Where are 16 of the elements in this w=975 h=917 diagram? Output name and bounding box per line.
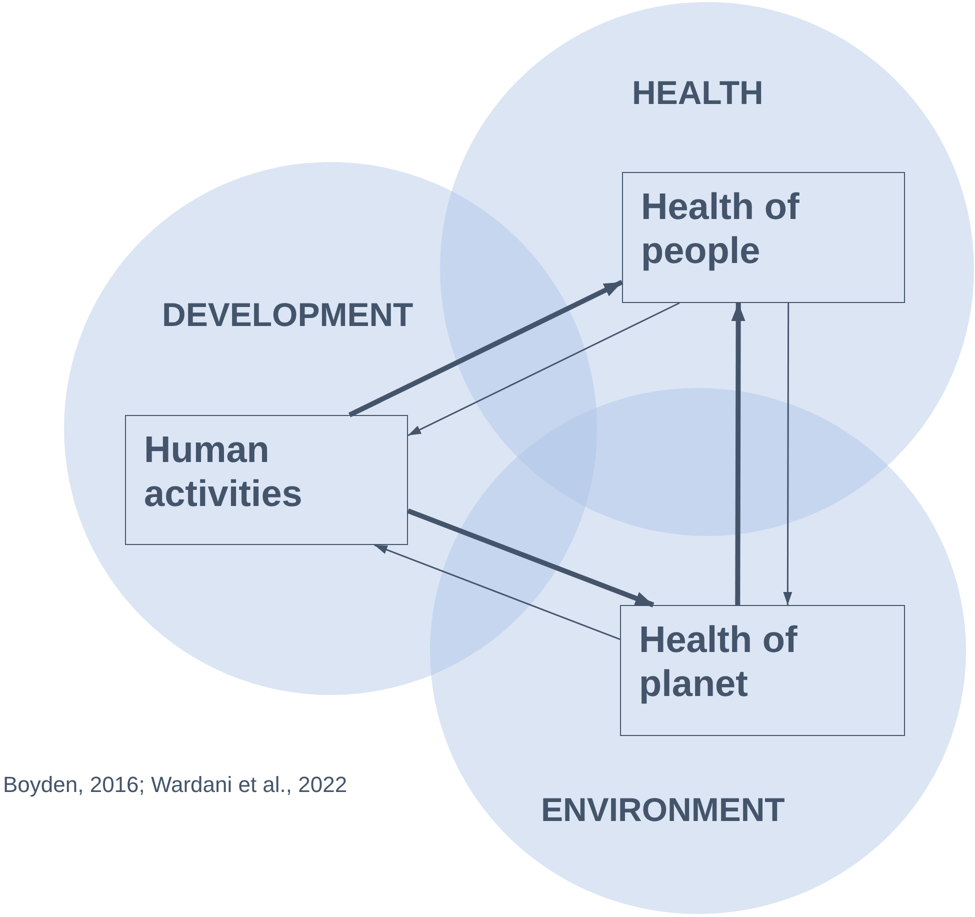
arrow: [348, 280, 624, 418]
text-box: [620, 605, 905, 736]
citation-note: Boyden, 2016; Wardani et al., 2022: [3, 772, 348, 798]
arrow: [407, 508, 654, 608]
text-box: [125, 415, 408, 545]
circle-heading: ENVIRONMENT: [541, 791, 785, 829]
box-text: Health of planet: [639, 618, 798, 706]
arrow: [408, 302, 680, 436]
box-text: Health of people: [641, 185, 800, 274]
box-text: Human activities: [144, 428, 304, 516]
arrow: [783, 303, 792, 605]
arrow: [731, 303, 746, 605]
text-box: [622, 172, 905, 303]
circle-heading: HEALTH: [632, 74, 764, 112]
arrow: [374, 544, 620, 640]
circle-heading: DEVELOPMENT: [162, 296, 414, 334]
